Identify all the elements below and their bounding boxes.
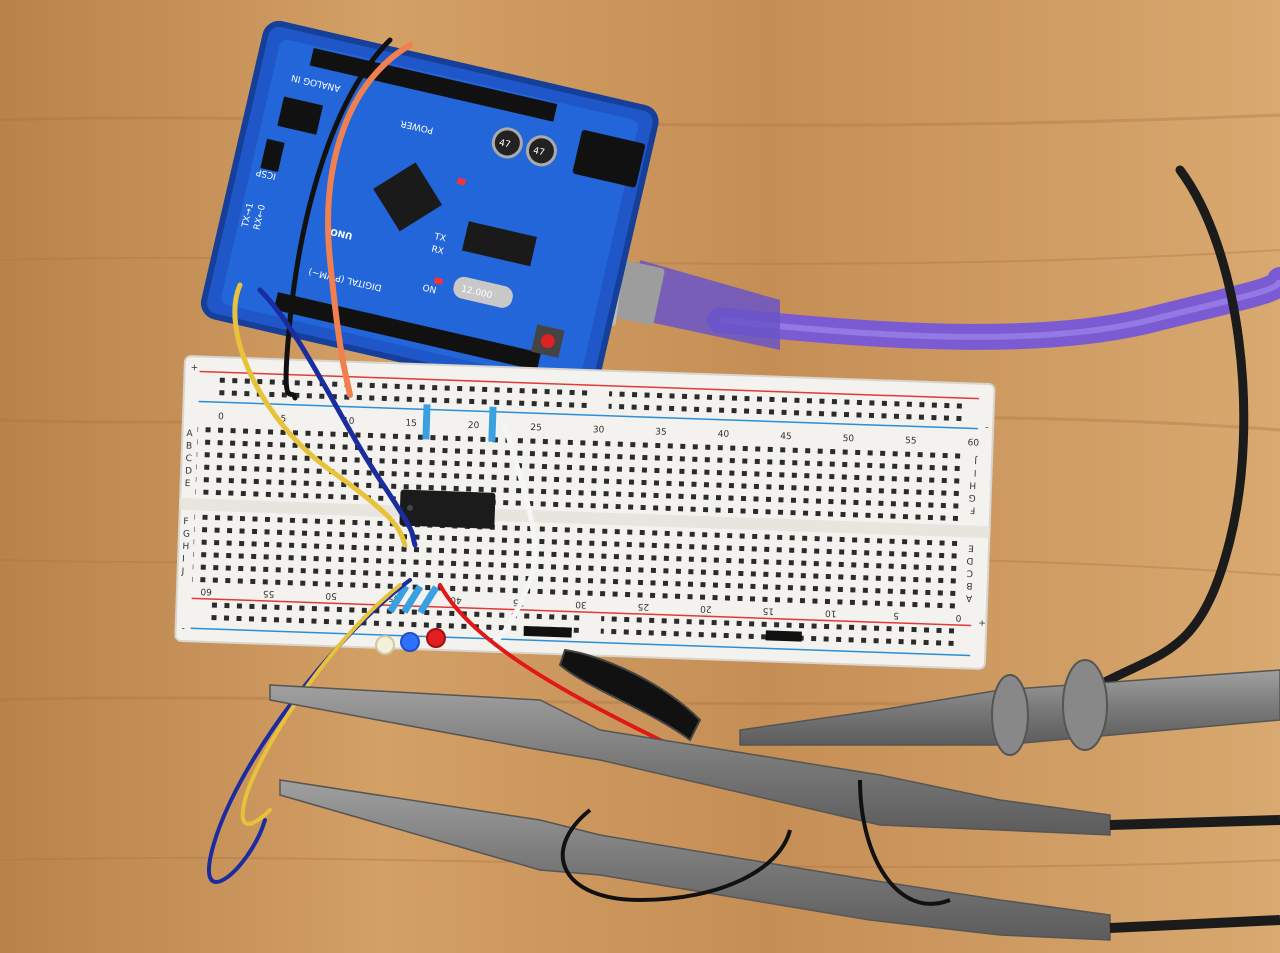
wire-black-top [283, 37, 393, 401]
arduino-board: 12.000 47 47 UNO DIGITAL (PWM~) POWER AN… [200, 20, 659, 404]
column-number: 20 [700, 603, 712, 613]
row-letter: J [180, 567, 184, 577]
column-number: 5 [280, 414, 286, 424]
column-number: 20 [468, 421, 480, 431]
column-number: 50 [842, 434, 854, 444]
column-number: 35 [655, 427, 667, 437]
on-label: ON [421, 284, 437, 297]
column-number: 25 [638, 601, 650, 611]
row-letter: G [183, 529, 190, 539]
row-letter: I [182, 554, 185, 564]
column-number: 25 [530, 423, 542, 433]
probe-1 [269, 684, 1111, 836]
oscilloscope-probes [269, 648, 1280, 941]
header-pins-left [523, 625, 572, 638]
probe-ground-cable [1085, 165, 1249, 695]
rail-plus-bottom: + [978, 619, 986, 629]
jumper-wires [207, 37, 747, 884]
led-blue [400, 632, 420, 652]
column-number: 0 [955, 612, 961, 622]
rx-label: RX [430, 245, 444, 258]
row-letter: D [966, 555, 973, 565]
probe-2 [279, 779, 1111, 941]
wire-orange [325, 42, 413, 398]
row-letter: C [185, 454, 192, 464]
row-letter: J [974, 455, 978, 465]
column-number: 45 [388, 592, 400, 602]
column-number: 45 [780, 432, 792, 442]
wire-blue [257, 287, 418, 548]
row-letter: A [965, 592, 972, 602]
row-letter: C [967, 567, 974, 577]
row-letter: F [183, 517, 189, 527]
column-number: 15 [405, 419, 417, 429]
column-number: 50 [325, 590, 337, 600]
row-letter: I [974, 467, 977, 477]
rail-plus-top: + [191, 363, 199, 373]
led-red [426, 628, 446, 648]
row-letter: A [186, 429, 193, 439]
ground-lead [560, 808, 792, 903]
column-number: 30 [593, 425, 605, 435]
row-letter: F [970, 504, 976, 514]
row-letter: H [182, 542, 189, 552]
column-number: 10 [343, 417, 355, 427]
wire-yellow [232, 282, 408, 548]
row-letter: H [969, 479, 976, 489]
row-letter: G [969, 492, 976, 502]
wire-yellow-lower [240, 583, 402, 826]
column-number: 40 [718, 430, 730, 440]
led-white [375, 635, 395, 655]
row-letter: E [968, 542, 974, 552]
ic-chip [399, 489, 496, 529]
cap-1-label: 47 [498, 138, 511, 150]
row-letter: B [966, 580, 973, 590]
column-number: 55 [905, 436, 917, 446]
header-pins-right [765, 630, 802, 642]
column-number: 60 [200, 586, 212, 596]
column-number: 10 [825, 607, 837, 617]
column-number: 15 [762, 605, 774, 615]
leds [375, 628, 446, 655]
column-number: 5 [893, 610, 899, 620]
row-letter: D [185, 467, 192, 477]
resistors [387, 404, 497, 615]
column-numbers-top: 0 5 10 15 20 25 30 35 40 45 50 55 60 [218, 412, 980, 449]
row-letter: B [186, 442, 193, 452]
column-number: 30 [575, 599, 587, 609]
row-letter: E [184, 479, 190, 489]
column-number: 60 [967, 438, 979, 448]
column-number: 40 [450, 594, 462, 604]
column-number: 55 [263, 588, 275, 598]
tx-label: TX [432, 232, 447, 245]
wire-white [492, 422, 538, 643]
column-number: 0 [218, 412, 224, 422]
alligator-clip [558, 648, 702, 742]
rail-minus-bottom: - [181, 624, 185, 634]
rail-minus-top: - [985, 423, 989, 433]
cap-2-label: 47 [532, 146, 545, 158]
